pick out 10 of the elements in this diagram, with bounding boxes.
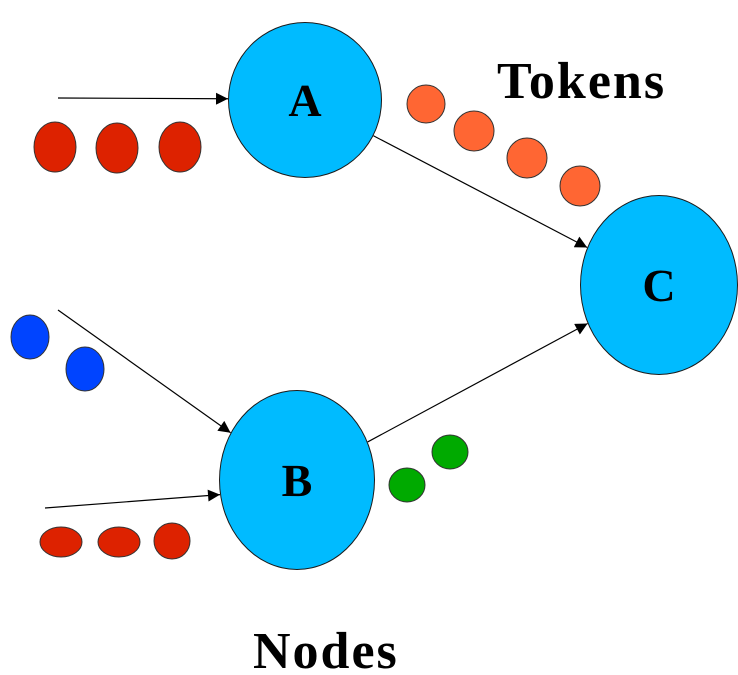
node-letter: B bbox=[282, 454, 312, 506]
arrow bbox=[44, 490, 220, 509]
arrow bbox=[58, 92, 228, 105]
node-letter: A bbox=[288, 74, 322, 126]
arrow bbox=[58, 310, 231, 434]
node-letter: C bbox=[642, 258, 676, 312]
diagram-label: Tokens bbox=[497, 52, 666, 111]
diagram-label: Nodes bbox=[253, 622, 399, 675]
arrow bbox=[373, 135, 588, 248]
arrow bbox=[367, 322, 588, 442]
